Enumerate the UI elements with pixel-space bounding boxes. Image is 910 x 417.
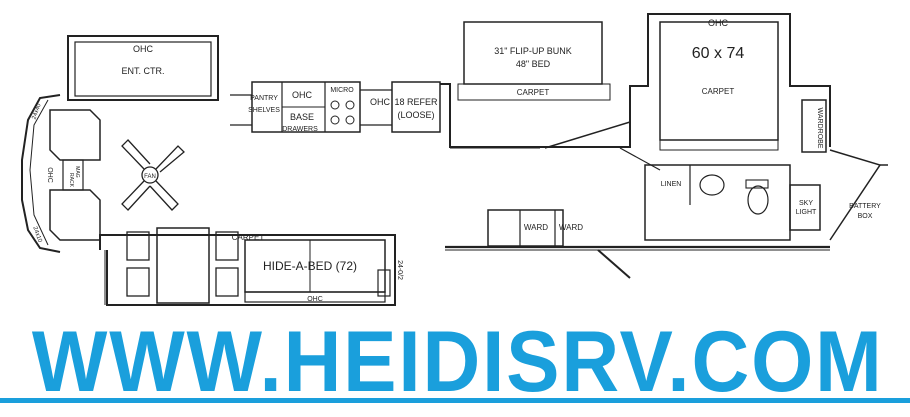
label-dim-bottom-left: 24x10 (31, 226, 42, 244)
label-ohc-ent: OHC (133, 44, 154, 54)
label-bed-size: 60 x 74 (692, 45, 745, 62)
label-mag-rack-1: MAG (74, 166, 80, 178)
label-mag-rack-2: RACK (68, 173, 74, 188)
label-ward-left: WARD (524, 223, 548, 232)
website-url: WWW.HEIDISRV.COM (31, 314, 884, 410)
label-micro: MICRO (330, 87, 354, 94)
label-shelves: SHELVES (248, 107, 280, 114)
label-drawers: DRAWERS (282, 126, 318, 133)
label-bunk-2: 48" BED (516, 59, 551, 69)
label-base: BASE (290, 112, 314, 122)
label-sky-1: SKY (799, 200, 813, 207)
label-ohc-kitchen: OHC (292, 90, 313, 100)
label-carpet-bed: CARPET (702, 87, 735, 96)
label-fan: FAN (144, 174, 156, 180)
label-dim-sofa: 24-0/2 (396, 260, 403, 280)
label-refer-2: (LOOSE) (397, 110, 434, 120)
label-ward-right: WARD (559, 223, 583, 232)
label-wardrobe: WARDROBE (816, 108, 823, 149)
label-linen: LINEN (661, 181, 682, 188)
label-battery-1: BATTERY (849, 203, 881, 210)
label-carpet-bunk: CARPET (517, 88, 550, 97)
floorplan-labels: OHC ENT. CTR. PANTRY SHELVES OHC BASE MI… (31, 18, 881, 303)
ceiling-fan (121, 139, 185, 211)
label-ohc-bed: OHC (708, 18, 729, 28)
label-hide-a-bed: HIDE-A-BED (72) (263, 259, 357, 273)
label-pantry: PANTRY (250, 95, 278, 102)
banner-underline (0, 398, 910, 403)
label-ohc-sofa: OHC (307, 296, 323, 303)
label-ent-ctr: ENT. CTR. (121, 66, 164, 76)
label-bunk-1: 31" FLIP-UP BUNK (494, 46, 572, 56)
label-ohc-fridge: OHC (370, 97, 391, 107)
rv-floorplan-diagram: OHC ENT. CTR. PANTRY SHELVES OHC BASE MI… (21, 13, 888, 306)
label-sky-2: LIGHT (796, 209, 817, 216)
label-ohc-side: OHC (46, 167, 53, 183)
label-dim-top-left: 24x40 (31, 102, 42, 120)
label-battery-2: BOX (858, 213, 873, 220)
label-refer-1: 18 REFER (394, 97, 438, 107)
floorplan-walls (21, 13, 888, 306)
label-carpet-dinette: CARPET (232, 233, 265, 242)
